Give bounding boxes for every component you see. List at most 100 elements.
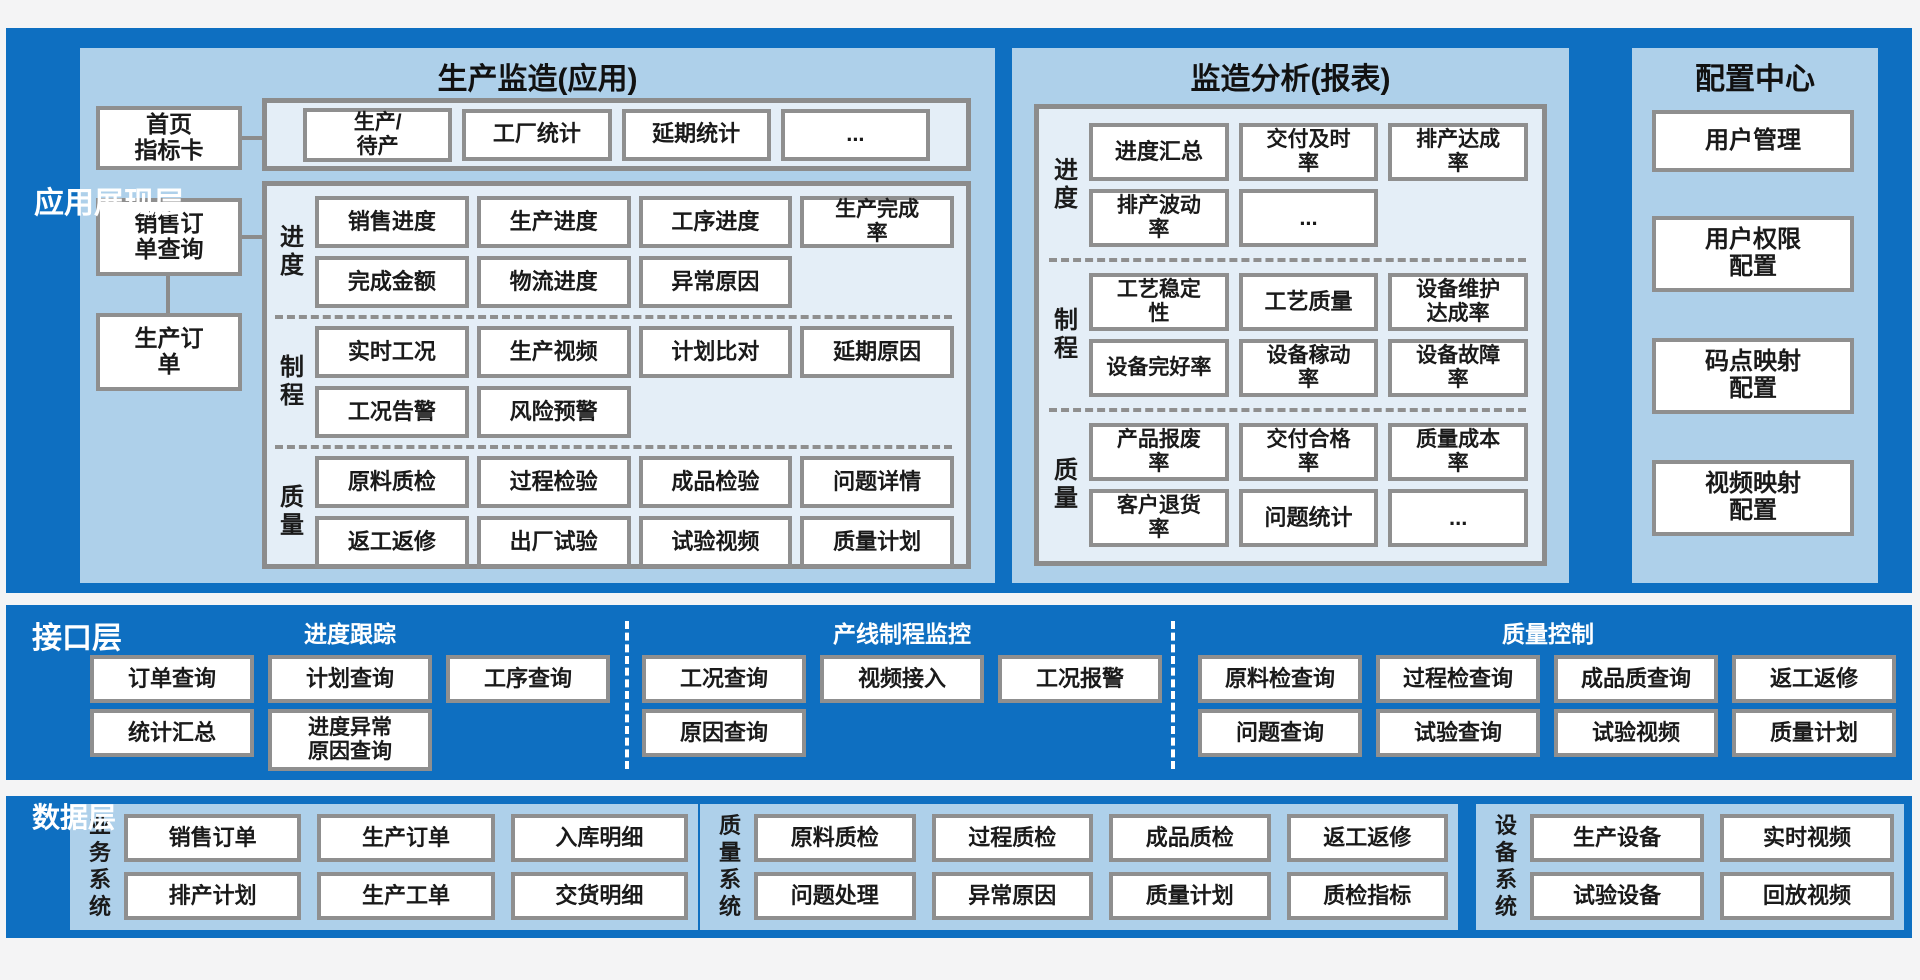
application-layer-band: 应用展现层 生产监造(应用) 首页 指标卡 销售订 单查询 生产订 单 生产/ … xyxy=(6,28,1912,593)
node-order-query: 订单查询 xyxy=(90,655,254,703)
node-user-permission-config: 用户权限 配置 xyxy=(1652,216,1854,292)
section-divider xyxy=(1049,408,1526,412)
node-rework-repair: 返工返修 xyxy=(1286,814,1448,862)
group-title: 进度跟踪 xyxy=(304,621,396,647)
node-rework-repair: 返工返修 xyxy=(1732,655,1896,703)
node-factory-test: 出厂试验 xyxy=(476,516,631,568)
node-process-check-query: 过程检查询 xyxy=(1376,655,1540,703)
node-finished-inspection: 成品质检 xyxy=(1109,814,1271,862)
node-issue-handling: 问题处理 xyxy=(754,872,916,920)
node-test-video: 试验视频 xyxy=(1554,709,1718,757)
node-issue-query: 问题查询 xyxy=(1198,709,1362,757)
system-label: 设备系统 xyxy=(1494,813,1517,919)
node-quality-plan: 质量计划 xyxy=(1732,709,1896,757)
quality-section: 质量 产品报废 率 交付合格 率 质量成本 率 客户退货 率 问题统计 ... xyxy=(1047,423,1528,547)
node-playback-video: 回放视频 xyxy=(1720,872,1894,920)
node-material-check-query: 原料检查询 xyxy=(1198,655,1362,703)
node-factory-stats: 工厂统计 xyxy=(462,108,612,161)
section-label: 制程 xyxy=(1054,307,1078,362)
node-stats-summary: 统计汇总 xyxy=(90,709,254,757)
node-process-stability: 工艺稳定 性 xyxy=(1089,273,1229,331)
section-label: 质量 xyxy=(1054,457,1078,512)
production-panel: 生产监造(应用) 首页 指标卡 销售订 单查询 生产订 单 生产/ 待产 工厂统… xyxy=(80,48,995,583)
connector-line xyxy=(242,136,262,140)
node-material-inspection: 原料质检 xyxy=(315,456,469,508)
node-issue-details: 问题详情 xyxy=(800,456,954,508)
node-sales-progress: 销售进度 xyxy=(315,196,469,248)
group-divider xyxy=(1171,621,1175,769)
node-video-access: 视频接入 xyxy=(820,655,984,703)
node-reason-query: 原因查询 xyxy=(642,709,806,757)
connector-line xyxy=(242,235,262,239)
node-process-quality: 工艺质量 xyxy=(1238,273,1379,331)
node-video-mapping-config: 视频映射 配置 xyxy=(1652,460,1854,536)
connector-line xyxy=(166,276,170,313)
node-code-point-mapping-config: 码点映射 配置 xyxy=(1652,338,1854,414)
quality-section: 质量 原料质检 过程检验 成品检验 问题详情 返工返修 出厂试验 试验视频 质量… xyxy=(273,456,954,568)
section-label: 进度 xyxy=(280,224,304,279)
node-equipment-integrity-rate: 设备完好率 xyxy=(1089,339,1229,397)
section-divider xyxy=(275,315,952,319)
node-inspection-indicator: 质检指标 xyxy=(1286,872,1448,920)
node-process-inspection: 过程质检 xyxy=(931,814,1093,862)
node-progress-abnormal-reason-query: 进度异常 原因查询 xyxy=(268,709,432,771)
equipment-system-panel: 设备系统 生产设备 实时视频 试验设备 回放视频 xyxy=(1476,804,1904,930)
node-customer-return-rate: 客户退货 率 xyxy=(1089,489,1229,547)
node-work-order: 生产工单 xyxy=(317,872,495,920)
node-realtime-video: 实时视频 xyxy=(1720,814,1894,862)
node-production-completion-rate: 生产完成 率 xyxy=(800,196,954,248)
config-center-panel: 配置中心 用户管理 用户权限 配置 码点映射 配置 视频映射 配置 xyxy=(1632,48,1878,583)
node-production-equipment: 生产设备 xyxy=(1530,814,1704,862)
quality-control-group: 质量控制 原料检查询 过程检查询 成品质查询 返工返修 问题查询 试验查询 试验… xyxy=(1198,615,1898,757)
node-plan-query: 计划查询 xyxy=(268,655,432,703)
node-home-indicator-card: 首页 指标卡 xyxy=(96,106,242,170)
interface-layer-band: 接口层 进度跟踪 订单查询 计划查询 工序查询 统计汇总 进度异常 原因查询 产… xyxy=(6,605,1912,780)
node-equipment-maintenance-rate: 设备维护 达成率 xyxy=(1388,273,1528,331)
node-condition-alarm: 工况告警 xyxy=(315,386,469,438)
node-realtime-condition: 实时工况 xyxy=(315,326,469,378)
process-section: 制程 工艺稳定 性 工艺质量 设备维护 达成率 设备完好率 设备稼动 率 设备故… xyxy=(1047,273,1528,397)
node-production-video: 生产视频 xyxy=(476,326,631,378)
node-equipment-failure-rate: 设备故障 率 xyxy=(1388,339,1528,397)
system-label: 质量系统 xyxy=(718,813,741,919)
node-finished-inspection: 成品检验 xyxy=(638,456,793,508)
application-layer-label: 应用展现层 xyxy=(34,187,184,220)
node-ellipsis: ... xyxy=(1238,189,1379,247)
progress-tracking-group: 进度跟踪 订单查询 计划查询 工序查询 统计汇总 进度异常 原因查询 xyxy=(90,615,610,771)
node-delay-stats: 延期统计 xyxy=(621,108,771,161)
data-layer-band: 数据层 业务系统 销售订单 生产订单 入库明细 排产计划 生产工单 交货明细 质… xyxy=(6,796,1912,938)
analysis-subpanel: 进度 进度汇总 交付及时 率 排产达成 率 排产波动 率 ... 制程 xyxy=(1034,104,1547,566)
node-production-progress: 生产进度 xyxy=(476,196,631,248)
node-on-time-delivery-rate: 交付及时 率 xyxy=(1238,123,1379,181)
node-process-progress: 工序进度 xyxy=(638,196,793,248)
node-condition-query: 工况查询 xyxy=(642,655,806,703)
node-quality-plan: 质量计划 xyxy=(800,516,954,568)
node-issue-statistics: 问题统计 xyxy=(1238,489,1379,547)
production-sections-subpanel: 进度 销售进度 生产进度 工序进度 生产完成 率 完成金额 物流进度 异常原因 xyxy=(262,181,971,569)
config-center-title: 配置中心 xyxy=(1695,63,1815,96)
quality-system-panel: 质量系统 原料质检 过程质检 成品质检 返工返修 问题处理 异常原因 质量计划 … xyxy=(700,804,1458,930)
group-title: 产线制程监控 xyxy=(833,621,971,647)
node-product-scrap-rate: 产品报废 率 xyxy=(1089,423,1229,481)
interface-layer-label: 接口层 xyxy=(32,622,122,655)
node-material-inspection: 原料质检 xyxy=(754,814,916,862)
production-panel-title: 生产监造(应用) xyxy=(437,63,638,96)
node-warehouse-in-detail: 入库明细 xyxy=(510,814,688,862)
section-divider xyxy=(1049,258,1526,262)
node-sales-order: 销售订单 xyxy=(124,814,302,862)
node-user-management: 用户管理 xyxy=(1652,110,1854,172)
node-schedule-achievement-rate: 排产达成 率 xyxy=(1388,123,1528,181)
system-label: 业务系统 xyxy=(88,813,111,919)
node-sales-order-query: 销售订 单查询 xyxy=(96,198,242,276)
node-delivery-detail: 交货明细 xyxy=(510,872,688,920)
node-ellipsis: ... xyxy=(780,108,930,161)
node-abnormal-reason: 异常原因 xyxy=(638,256,793,308)
node-schedule-fluctuation-rate: 排产波动 率 xyxy=(1089,189,1229,247)
line-process-monitoring-group: 产线制程监控 工况查询 视频接入 工况报警 原因查询 xyxy=(642,615,1162,757)
section-label: 质量 xyxy=(280,484,304,539)
progress-section: 进度 进度汇总 交付及时 率 排产达成 率 排产波动 率 ... xyxy=(1047,123,1528,247)
node-completed-amount: 完成金额 xyxy=(315,256,469,308)
group-title: 质量控制 xyxy=(1502,621,1594,647)
node-quality-cost-rate: 质量成本 率 xyxy=(1388,423,1528,481)
section-label: 进度 xyxy=(1054,157,1078,212)
